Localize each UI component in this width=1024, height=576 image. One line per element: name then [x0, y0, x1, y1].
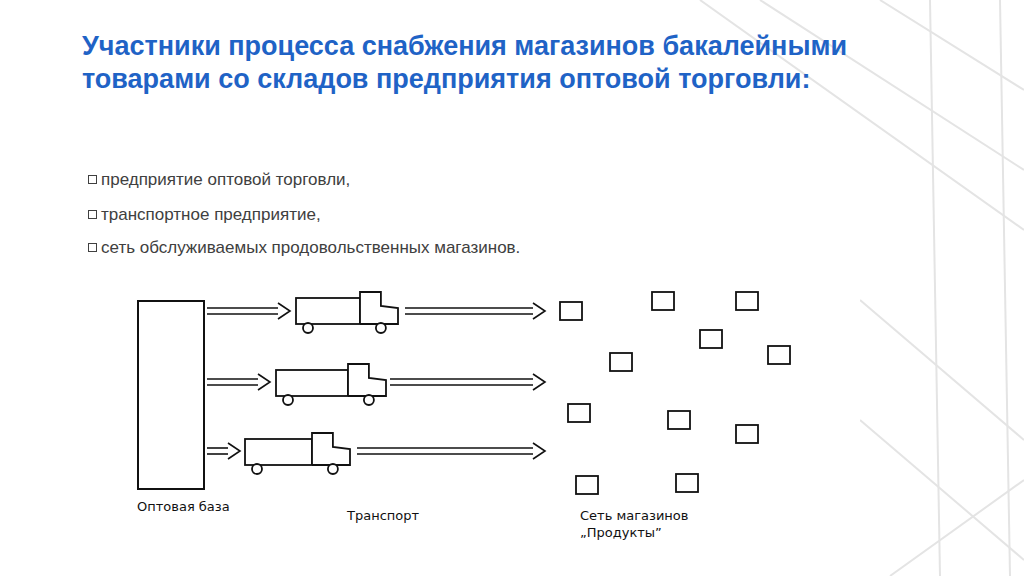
shop-icon: [736, 425, 758, 443]
shop-icon: [576, 476, 598, 494]
shop-icon: [568, 404, 590, 422]
bullet-marker: [88, 210, 97, 219]
shop-icon: [768, 346, 790, 364]
bullet-item: сеть обслуживаемых продовольственных маг…: [88, 238, 520, 258]
diagram-label: Транспорт: [347, 507, 457, 524]
label-text: Транспорт: [347, 508, 419, 523]
shop-icon: [652, 292, 674, 310]
shop-icon: [610, 353, 632, 371]
flow-arrow: [405, 303, 545, 319]
node-label: Оптовая база: [137, 498, 237, 515]
shop-icon: [736, 292, 758, 310]
shop-icon: [560, 302, 582, 320]
shop-icon: [676, 474, 698, 492]
bullet-item: транспортное предприятие,: [88, 205, 321, 225]
truck-icon: [296, 292, 398, 333]
warehouse-box: Оптовая база: [137, 300, 205, 490]
flow-arrow: [207, 374, 270, 390]
shop-icon: [668, 411, 690, 429]
label-text: предприятие оптовой торговли,: [101, 170, 350, 189]
label-text: Сеть магазинов „Продукты”: [580, 508, 689, 540]
slide-title: Участники процесса снабжения магазинов б…: [82, 30, 852, 96]
flow-arrow: [390, 374, 545, 390]
bullet-marker: [88, 175, 97, 184]
diagram-label: Сеть магазинов „Продукты”: [580, 507, 740, 541]
bullet-marker: [88, 243, 97, 252]
flow-arrow: [207, 303, 290, 319]
label-text: транспортное предприятие,: [101, 205, 321, 224]
truck-icon: [276, 364, 386, 405]
shop-icon: [700, 330, 722, 348]
label-text: сеть обслуживаемых продовольственных маг…: [101, 238, 520, 257]
flow-arrow: [357, 443, 545, 459]
flow-arrow: [207, 443, 240, 459]
bullet-item: предприятие оптовой торговли,: [88, 170, 350, 190]
truck-icon: [245, 433, 350, 474]
diagram-panel: [118, 278, 860, 576]
